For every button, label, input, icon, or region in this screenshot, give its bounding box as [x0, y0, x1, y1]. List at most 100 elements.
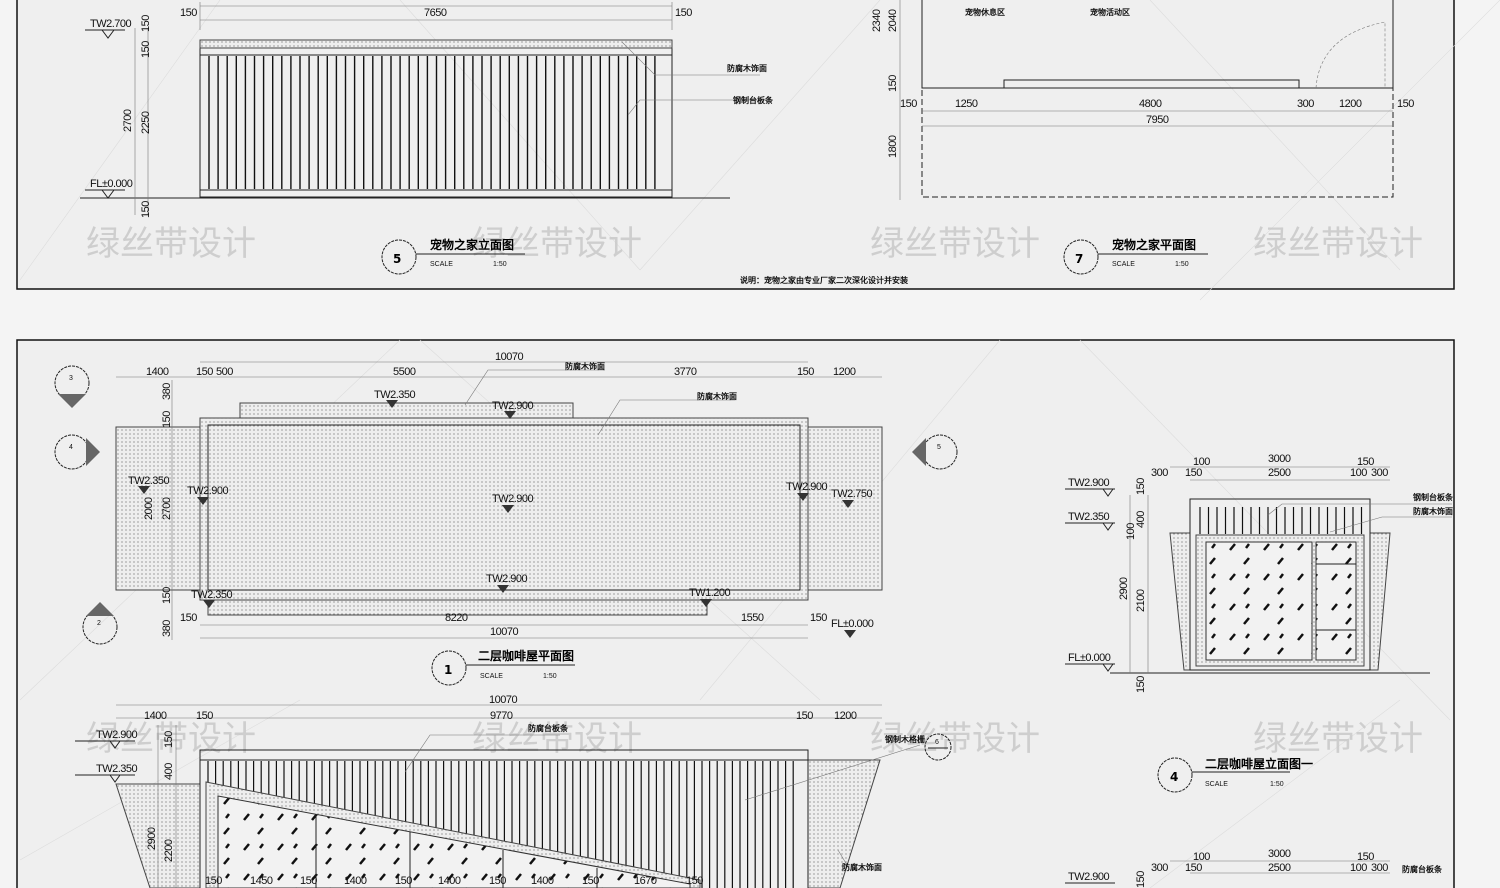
dimension-text: 150 — [1135, 871, 1147, 888]
svg-text:4: 4 — [69, 444, 73, 451]
drawing-number: 7 — [1075, 252, 1083, 266]
room-label: 宠物休息区 — [965, 7, 1005, 17]
material-label: 钢制台板条 — [1413, 492, 1454, 502]
watermarks: 绿丝带设计 绿丝带设计 绿丝带设计 绿丝带设计 绿丝带设计 绿丝带设计 绿丝带设… — [86, 224, 1423, 759]
svg-text:1400: 1400 — [344, 875, 367, 887]
scale-value: 1:50 — [1270, 781, 1284, 788]
level-mark: TW2.900 — [1068, 477, 1110, 489]
scale-label: SCALE — [480, 673, 503, 680]
dimension-text: 1250 — [955, 98, 978, 110]
level-mark: TW2.350 — [128, 475, 170, 487]
dimension-text: 150 — [1135, 676, 1147, 693]
scale-label: SCALE — [430, 261, 453, 268]
dimension-text: 500 — [216, 366, 233, 378]
dimension-text: 150 — [1185, 862, 1202, 874]
drawing-number: 5 — [393, 252, 401, 266]
dimension-text: 150 — [140, 15, 152, 32]
dimension-text: 150 — [810, 612, 827, 624]
top-beam — [199, 39, 673, 49]
material-label: 钢制木格栅 — [885, 734, 925, 744]
dimension-text: 2900 — [146, 827, 158, 850]
dimension-text: 150 — [140, 41, 152, 58]
dimension-text: 2250 — [140, 111, 152, 134]
svg-text:3: 3 — [69, 375, 73, 382]
dimension-text: 3000 — [1268, 848, 1291, 860]
dimension-text: 100 — [1125, 523, 1137, 540]
dimension-text: 400 — [1135, 511, 1147, 528]
material-label: 防腐台板条 — [528, 723, 569, 733]
dimension-text: 150 — [140, 201, 152, 218]
material-label: 防腐木饰面 — [565, 361, 605, 371]
level-mark: TW2.350 — [1068, 511, 1110, 523]
level-mark: TW2.350 — [96, 763, 138, 775]
drawing-title: 二层咖啡屋立面图一 — [1205, 756, 1313, 771]
level-mark: TW2.900 — [492, 400, 534, 412]
dimension-text: 150 — [161, 411, 173, 428]
level-mark: TW2.750 — [831, 488, 873, 500]
level-mark: FL±0.000 — [1068, 652, 1111, 664]
dimension-text: 100 — [1350, 862, 1367, 874]
dimension-text: 5500 — [393, 366, 416, 378]
level-mark: FL±0.000 — [831, 618, 874, 630]
material-label: 防腐木饰面 — [1413, 506, 1453, 516]
svg-text:150: 150 — [582, 875, 599, 887]
level-mark: TW2.900 — [96, 729, 138, 741]
svg-text:150: 150 — [489, 875, 506, 887]
dimension-text: 150 — [675, 7, 692, 19]
dimension-text: 2100 — [1135, 589, 1147, 612]
dimension-text: 300 — [1371, 862, 1388, 874]
dimension-text: 10070 — [490, 626, 518, 638]
drawing-number-circle — [431, 650, 467, 686]
dimension-text: 380 — [161, 383, 173, 400]
scale-label: SCALE — [1205, 781, 1228, 788]
dimension-text: 3770 — [674, 366, 697, 378]
dimension-text: 2500 — [1268, 862, 1291, 874]
dimension-text: 150 — [900, 98, 917, 110]
dimension-text: 2900 — [1118, 577, 1130, 600]
drawing-title: 宠物之家立面图 — [430, 237, 514, 252]
svg-text:2: 2 — [97, 620, 101, 627]
section-marker-3[interactable]: 3 — [54, 365, 90, 408]
svg-text:150: 150 — [205, 875, 222, 887]
section-marker-2[interactable]: 2 — [82, 602, 118, 645]
dimension-text: 2500 — [1268, 467, 1291, 479]
watermark-text: 绿丝带设计 — [870, 224, 1040, 264]
dimension-text: 150 — [797, 366, 814, 378]
dimension-text: 150 — [196, 710, 213, 722]
svg-text:1400: 1400 — [438, 875, 461, 887]
dimension-text: 150 — [1357, 456, 1374, 468]
dimension-text: 300 — [1151, 467, 1168, 479]
door-swing — [1315, 21, 1386, 89]
level-mark: TW2.900 — [486, 573, 528, 585]
drawing-bottom-right-elevation: 100 3000 150 300 150 2500 100 300 防腐台板条 … — [1065, 848, 1443, 888]
drawing-number-circle — [1157, 757, 1193, 793]
dimension-text: 7950 — [1146, 114, 1169, 126]
dimension-text: 300 — [1371, 467, 1388, 479]
roof-bottom-extension — [207, 599, 708, 616]
section-marker-5[interactable]: 5 — [912, 434, 958, 470]
material-label: 防腐台板条 — [1402, 864, 1443, 874]
drawing-number: 1 — [444, 663, 452, 677]
material-label: 防腐木饰面 — [697, 391, 737, 401]
watermark-text: 绿丝带设计 — [472, 224, 642, 264]
section-marker-4[interactable]: 4 — [54, 434, 100, 470]
vertical-slats — [1199, 507, 1363, 534]
dashed-area — [921, 87, 1394, 198]
material-label: 防腐木饰面 — [842, 862, 882, 872]
level-mark: TW2.900 — [187, 485, 229, 497]
dimension-text: 150 — [163, 731, 175, 748]
dimension-text: 2040 — [887, 9, 899, 32]
dimension-text: 10070 — [495, 351, 523, 363]
level-mark: TW2.900 — [1068, 871, 1110, 883]
dimension-text: 1200 — [833, 366, 856, 378]
material-label: 钢制台板条 — [733, 95, 774, 105]
section-marker-6[interactable]: 6 — [924, 733, 952, 761]
level-mark: FL±0.000 — [90, 178, 133, 190]
scale-label: SCALE — [1112, 261, 1135, 268]
drawing-number-circle — [381, 239, 417, 275]
drawing-bottom-elevation: 10070 1400 150 9770 150 1200 TW2.900 TW2… — [75, 694, 952, 888]
level-mark: TW2.700 — [90, 18, 132, 30]
dimension-text: 2200 — [163, 839, 175, 862]
level-marks: TW2.350 TW2.900 TW2.350 TW2.900 TW2.900 … — [128, 389, 874, 638]
dimension-text: 2700 — [122, 109, 134, 132]
